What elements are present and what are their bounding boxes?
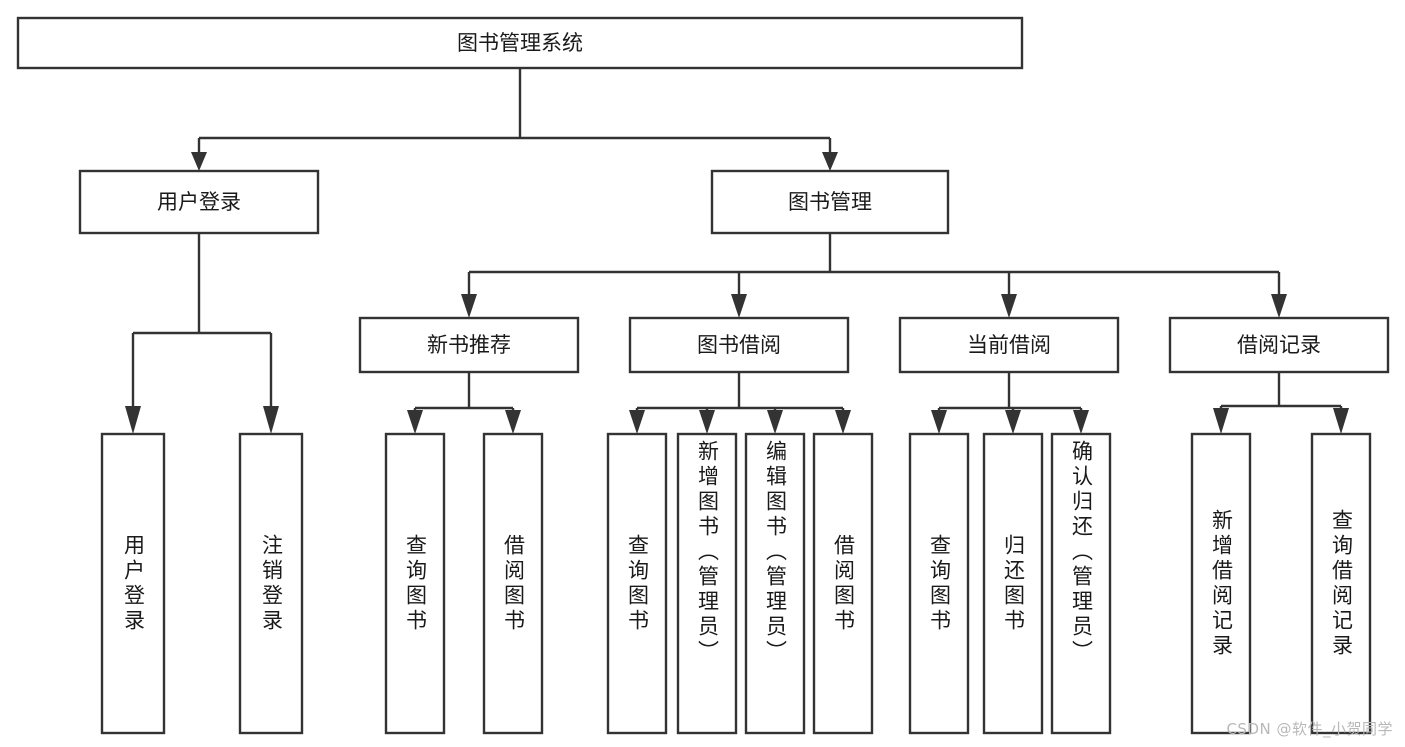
arrowhead-leaf-logout — [263, 406, 279, 434]
node-current-borrow-label: 当前借阅 — [967, 333, 1051, 357]
arrowhead-book-borrow — [731, 294, 747, 318]
node-leaf-query-book-borrow-box[interactable] — [606, 432, 668, 735]
arrowhead-leaf-confirm-return — [1073, 410, 1089, 434]
node-book-manage-label: 图书管理 — [788, 190, 872, 214]
node-leaf-query-record-box[interactable] — [1310, 432, 1372, 735]
arrowhead-new-book-rec — [461, 294, 477, 318]
node-root-box[interactable] — [16, 16, 1024, 70]
node-borrow-record-box[interactable] — [1168, 316, 1390, 374]
node-leaf-add-book-box[interactable] — [676, 432, 738, 735]
node-root-label: 图书管理系统 — [457, 31, 583, 55]
arrowhead-leaf-query-book-borrow — [629, 410, 645, 434]
node-book-manage-box[interactable] — [710, 169, 950, 235]
arrowhead-user-login — [191, 152, 207, 171]
arrowhead-book-manage — [822, 152, 838, 171]
watermark-text: CSDN @软件_小贺同学 — [1226, 720, 1393, 738]
node-book-borrow-label: 图书借阅 — [697, 333, 781, 357]
node-user-login-box[interactable] — [78, 169, 320, 235]
node-new-book-rec-box[interactable] — [358, 316, 580, 374]
node-book-borrow-box[interactable] — [628, 316, 850, 374]
node-leaf-query-book-rec-box[interactable] — [384, 432, 446, 735]
arrowhead-borrow-record — [1271, 294, 1287, 318]
node-leaf-borrow-book-rec-box[interactable] — [482, 432, 544, 735]
node-boxes: 图书管理系统 用户登录 图书管理 新书推荐 图书借阅 当前借阅 借阅记录 — [16, 16, 1390, 735]
arrowhead-leaf-add-record — [1213, 408, 1229, 434]
node-current-borrow-box[interactable] — [898, 316, 1120, 374]
node-leaf-return-book-box[interactable] — [982, 432, 1044, 735]
arrowhead-leaf-borrow-book — [835, 410, 851, 434]
node-leaf-query-book-cur-box[interactable] — [908, 432, 970, 735]
node-borrow-record-label: 借阅记录 — [1237, 333, 1321, 357]
arrowhead-leaf-add-book — [699, 410, 715, 434]
arrowhead-leaf-query-book-rec — [407, 410, 423, 434]
node-user-login-label: 用户登录 — [157, 190, 241, 214]
arrowhead-current-borrow — [1001, 294, 1017, 318]
arrowhead-leaf-query-book-cur — [931, 410, 947, 434]
node-leaf-add-record-box[interactable] — [1190, 432, 1252, 735]
arrowhead-leaf-query-record — [1333, 408, 1349, 434]
arrowhead-leaf-return-book — [1005, 410, 1021, 434]
node-leaf-user-login-box[interactable] — [100, 432, 166, 735]
node-leaf-borrow-book-box[interactable] — [812, 432, 874, 735]
node-leaf-edit-book-box[interactable] — [744, 432, 806, 735]
arrowhead-leaf-borrow-book-rec — [505, 410, 521, 434]
connector-lines — [125, 68, 1349, 434]
arrowhead-leaf-edit-book — [767, 410, 783, 434]
node-leaf-logout-box[interactable] — [238, 432, 304, 735]
arrowhead-leaf-user-login — [125, 406, 141, 434]
node-leaf-confirm-return-box[interactable] — [1050, 432, 1112, 735]
node-new-book-rec-label: 新书推荐 — [427, 333, 511, 357]
